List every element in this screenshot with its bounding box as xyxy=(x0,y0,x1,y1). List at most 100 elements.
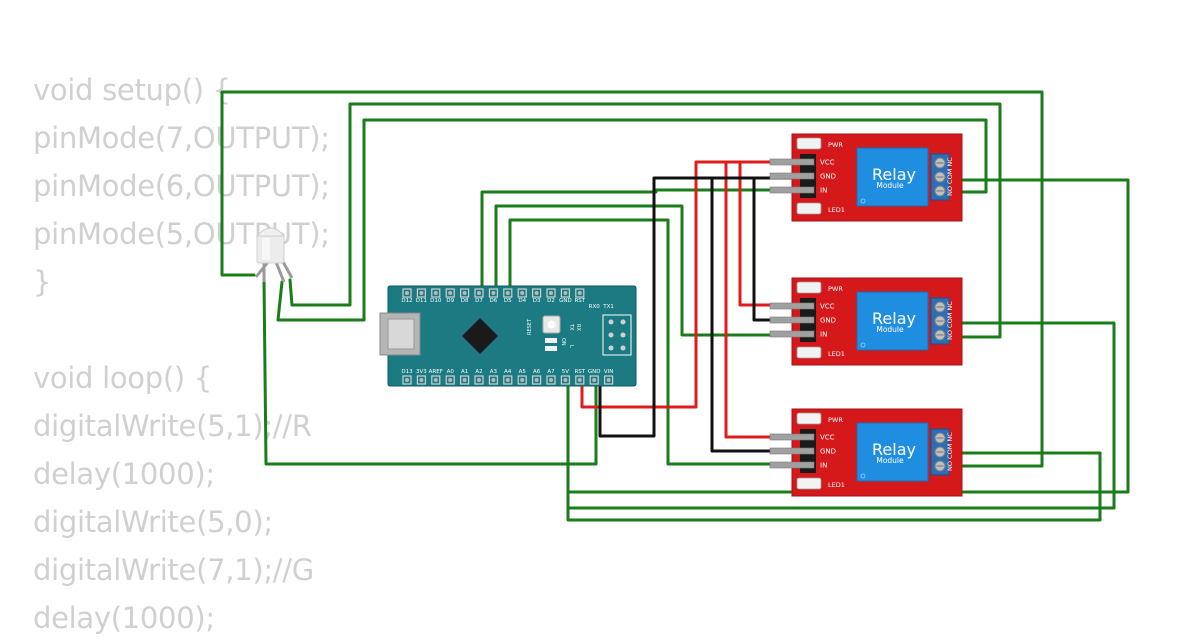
wires xyxy=(220,90,1130,522)
led-label-l: L xyxy=(568,345,574,348)
pwr-label: PWR xyxy=(828,416,843,424)
pwr-led xyxy=(796,137,822,150)
nano-pin-label-top-13: RX0 xyxy=(589,304,601,310)
relay-pin-label: VCC xyxy=(820,303,835,311)
led-leg-blue xyxy=(274,261,286,283)
icsp-header xyxy=(602,314,632,356)
nano-pin-label-top-11: GND xyxy=(559,298,572,304)
led-label-tx: TX xyxy=(568,323,574,331)
nano-pin-label-bottom-14: VIN xyxy=(604,369,614,375)
nano-pin-label-bottom-3: A0 xyxy=(447,369,455,375)
wire-5v-relay3-no[interactable] xyxy=(566,378,1102,522)
on-led xyxy=(545,346,557,351)
nano-pin-label-bottom-6: A3 xyxy=(490,369,498,375)
wire-d5-relay3-in[interactable] xyxy=(508,218,802,466)
wire-gnd-relay1[interactable] xyxy=(598,176,802,438)
nano-pin-label-bottom-11: 5V xyxy=(562,369,569,375)
relay-title: Relay xyxy=(872,165,916,184)
nano-pin-label-bottom-0: D13 xyxy=(401,369,413,375)
relay-title: Relay xyxy=(872,309,916,328)
status-led xyxy=(796,202,822,215)
pwr-label: PWR xyxy=(828,141,843,149)
led-label-on: ON xyxy=(560,338,566,346)
relay-title: Relay xyxy=(872,440,916,459)
wire-led-green[interactable] xyxy=(288,102,1002,339)
header-pin[interactable] xyxy=(769,461,815,469)
nano-pin-label-bottom-5: A2 xyxy=(475,369,482,375)
wire-led-blue[interactable] xyxy=(276,118,988,322)
code-line: void setup() { xyxy=(33,73,231,107)
pwr-led xyxy=(796,281,822,294)
microcontroller-chip xyxy=(462,318,498,354)
code-line: digitalWrite(5,0); xyxy=(33,505,273,539)
relay-subtitle: Module xyxy=(876,325,904,334)
nano-pin-label-top-4: D8 xyxy=(461,298,469,304)
nano-pin-label-bottom-9: A6 xyxy=(533,369,541,375)
nano-pin-label-top-9: D3 xyxy=(533,298,541,304)
header-pin[interactable] xyxy=(769,186,815,194)
wire-d6-relay2-in[interactable] xyxy=(494,204,802,337)
nano-pin-label-top-3: D9 xyxy=(446,298,454,304)
nano-pin-label-top-7: D5 xyxy=(504,298,512,304)
led-body xyxy=(256,232,285,264)
relay-subtitle: Module xyxy=(876,456,904,465)
nano-pin-label-top-6: D6 xyxy=(490,298,498,304)
header-pin[interactable] xyxy=(769,158,815,166)
relay-pin-label: VCC xyxy=(820,434,835,442)
nano-pin-label-top-5: D7 xyxy=(475,298,483,304)
wire-vcc-relay2[interactable] xyxy=(738,160,802,307)
led1-label: LED1 xyxy=(828,350,845,358)
tx-led xyxy=(545,338,557,343)
relay-pin-label: GND xyxy=(820,173,836,181)
nano-pin-label-bottom-8: A5 xyxy=(519,369,527,375)
header-pin[interactable] xyxy=(769,172,815,180)
header-pin[interactable] xyxy=(769,316,815,324)
header-pin[interactable] xyxy=(769,433,815,441)
reset-label: RESET xyxy=(527,318,533,335)
relay-pin-label: IN xyxy=(820,187,827,195)
header-pin[interactable] xyxy=(769,302,815,310)
code-line: pinMode(6,OUTPUT); xyxy=(33,169,330,203)
code-line: digitalWrite(7,1);//G xyxy=(33,553,314,587)
nano-pin-label-bottom-12: RST xyxy=(574,369,585,375)
wire-led-red[interactable] xyxy=(262,278,598,466)
relay-body xyxy=(856,422,929,482)
nano-pin-label-top-10: D2 xyxy=(547,298,555,304)
status-led xyxy=(796,346,822,359)
status-led xyxy=(796,477,822,490)
nano-pin-label-bottom-13: GND xyxy=(588,369,601,375)
nano-pin-label-top-12: RST xyxy=(574,298,585,304)
wire-led-common[interactable] xyxy=(220,90,1044,468)
nano-pin-label-bottom-7: A4 xyxy=(504,369,512,375)
relay-pin-label: IN xyxy=(820,331,827,339)
led-leg-common xyxy=(254,261,270,278)
wire-d7-relay1-in[interactable] xyxy=(480,188,802,294)
nano-pin-label-top-1: D11 xyxy=(416,298,427,304)
nano-pin-label-bottom-10: A7 xyxy=(547,369,555,375)
relay-body xyxy=(856,291,929,351)
rgb-led[interactable] xyxy=(254,227,294,283)
relay-pin-label: GND xyxy=(820,448,836,456)
pwr-led xyxy=(796,412,822,425)
code-line: delay(1000); xyxy=(33,601,215,635)
wire-5v-vcc[interactable] xyxy=(580,160,802,409)
wire-vcc-relay3[interactable] xyxy=(724,160,802,439)
relay-pin-label: GND xyxy=(820,317,836,325)
header-pin[interactable] xyxy=(769,330,815,338)
nano-pin-label-bottom-4: A1 xyxy=(461,369,468,375)
nano-pin-label-bottom-1: 3V3 xyxy=(416,369,427,375)
nano-pin-label-top-14: TX1 xyxy=(602,304,614,310)
led1-label: LED1 xyxy=(828,481,845,489)
led1-label: LED1 xyxy=(828,206,845,214)
code-line: pinMode(7,OUTPUT); xyxy=(33,121,330,155)
nano-pin-label-top-2: D10 xyxy=(430,298,442,304)
header-pin[interactable] xyxy=(769,447,815,455)
code-line: delay(1000); xyxy=(33,457,215,491)
